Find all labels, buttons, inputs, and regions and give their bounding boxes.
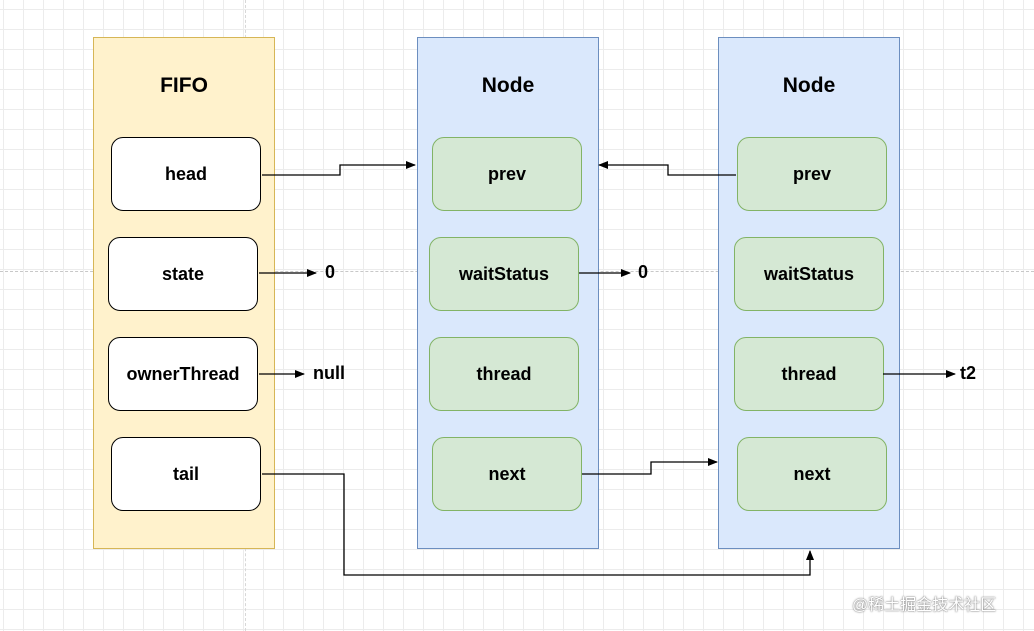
fifo-head-field[interactable]: head — [111, 137, 261, 211]
node1-next-field[interactable]: next — [432, 437, 582, 511]
watermark: @稀土掘金技术社区 — [852, 597, 997, 614]
fifo-container[interactable]: FIFO head state ownerThread tail — [93, 37, 275, 549]
node2-thread-field[interactable]: thread — [734, 337, 884, 411]
edge-node2-prev-to-node1 — [598, 161, 736, 176]
node-container-2[interactable]: Node prev waitStatus thread next — [718, 37, 900, 549]
node1-title: Node — [481, 74, 535, 97]
fifo-state-value: 0 — [325, 262, 336, 282]
edge-node1-next-to-node2 — [582, 458, 718, 475]
node2-prev-field[interactable]: prev — [737, 137, 887, 211]
fifo-state-field[interactable]: state — [108, 237, 258, 311]
edge-head-to-node1 — [262, 161, 416, 176]
edge-tail-to-node2 — [262, 473, 814, 576]
fifo-title: FIFO — [160, 74, 208, 97]
node2-thread-value: t2 — [960, 363, 977, 383]
node1-thread-field[interactable]: thread — [429, 337, 579, 411]
node-container-1[interactable]: Node prev waitStatus thread next — [417, 37, 599, 549]
node2-next-field[interactable]: next — [737, 437, 887, 511]
node2-wait-status-field[interactable]: waitStatus — [734, 237, 884, 311]
fifo-tail-field[interactable]: tail — [111, 437, 261, 511]
node1-wait-status-value: 0 — [638, 262, 649, 282]
fifo-owner-thread-field[interactable]: ownerThread — [108, 337, 258, 411]
node1-wait-status-field[interactable]: waitStatus — [429, 237, 579, 311]
fifo-owner-thread-value: null — [313, 363, 345, 383]
node2-title: Node — [782, 74, 836, 97]
node1-prev-field[interactable]: prev — [432, 137, 582, 211]
